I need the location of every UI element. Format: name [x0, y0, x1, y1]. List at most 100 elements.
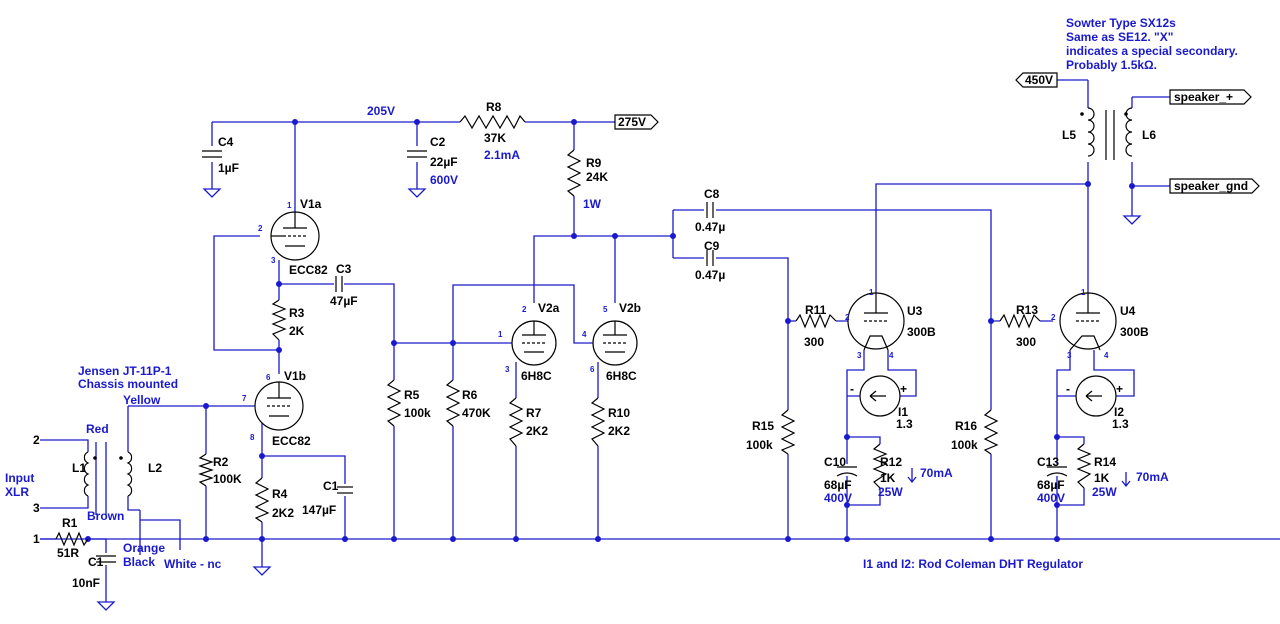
v2a-pin-grid: 1	[498, 330, 503, 339]
c1-value: 10nF	[72, 576, 100, 590]
v1b-pin-plate: 6	[266, 373, 271, 382]
r1-ref: R1	[62, 516, 78, 530]
xlr-pin-2: 2	[33, 433, 40, 447]
capacitor-c2: C2 22µF 600V	[407, 135, 458, 187]
c4-ref: C4	[218, 135, 234, 149]
v2b-pin-plate: 5	[603, 305, 608, 314]
r7-value: 2K2	[526, 424, 548, 438]
v1b-pin-grid: 7	[242, 394, 247, 403]
r12-ref: R12	[880, 455, 902, 469]
r8-value: 37K	[484, 131, 506, 145]
resistor-r10: R10 2K2	[590, 397, 630, 447]
c10-voltage: 400V	[824, 491, 852, 505]
u3-ref: U3	[907, 304, 923, 318]
l5-ref: L5	[1062, 128, 1076, 142]
r13-value: 300	[1016, 335, 1036, 349]
c1b-ref: C1	[323, 479, 339, 493]
i2-minus: -	[1066, 382, 1070, 396]
l1-ref: L1	[72, 461, 86, 475]
v2a-pin-plate: 2	[522, 305, 527, 314]
c8-value: 0.47µ	[695, 220, 725, 234]
tube-v1b: 6 7 8 V1b ECC82	[242, 369, 311, 448]
c4-value: 1µF	[218, 161, 239, 175]
v1a-pin-plate: 1	[287, 201, 292, 210]
r6-ref: R6	[462, 388, 478, 402]
v1b-ref: V1b	[284, 369, 306, 383]
resistor-r5: R5 100k	[386, 379, 431, 427]
v2a-type: 6H8C	[521, 369, 552, 383]
resistor-r14: R14 1K 25W	[1076, 443, 1117, 499]
wires	[40, 79, 1280, 596]
i2-value: 1.3	[1112, 417, 1129, 431]
tube-u4: 1 2 3 4 U4 300B	[1051, 288, 1149, 360]
r1-value: 51R	[57, 546, 79, 560]
tube-u3: 1 2 3 4 U3 300B	[845, 288, 936, 360]
c2-voltage: 600V	[430, 173, 458, 187]
footer-note: I1 and I2: Rod Coleman DHT Regulator	[863, 557, 1083, 571]
resistor-r13: R13 300	[999, 303, 1041, 349]
r10-ref: R10	[608, 406, 630, 420]
u3-pin-f1: 3	[857, 351, 862, 360]
resistor-r6: R6 470K	[445, 379, 491, 427]
net-450v: 450V	[1025, 73, 1053, 87]
u4-pin-f1: 3	[1067, 351, 1072, 360]
sowter-note-4: Probably 1.5kΩ.	[1066, 58, 1157, 72]
r15-value: 100k	[746, 438, 773, 452]
i2-current: 70mA	[1136, 470, 1169, 484]
c13-voltage: 400V	[1037, 491, 1065, 505]
wire-orange: Orange	[123, 541, 165, 555]
tube-v2b: 5 4 6 V2b 6H8C	[582, 301, 641, 383]
c13-value: 68µF	[1037, 478, 1065, 492]
r12-value: 1K	[880, 471, 896, 485]
i1-value: 1.3	[896, 417, 913, 431]
sowter-note-2: Same as SE12. "X"	[1066, 30, 1173, 44]
u4-type: 300B	[1120, 325, 1149, 339]
jensen-title-2: Chassis mounted	[78, 377, 178, 391]
resistor-r11: R11 300	[795, 303, 837, 349]
capacitor-c8: C8 0.47µ	[695, 187, 725, 234]
u3-pin-plate: 1	[869, 288, 874, 297]
tube-v2a: 2 1 3 V2a 6H8C	[498, 301, 560, 383]
i2-plus: +	[1116, 382, 1123, 396]
tube-v1a: 1 2 3 V1a ECC82	[258, 197, 328, 277]
r11-value: 300	[804, 335, 824, 349]
r5-ref: R5	[404, 388, 420, 402]
wire-yellow: Yellow	[123, 393, 161, 407]
c3-ref: C3	[336, 262, 352, 276]
r7-ref: R7	[526, 406, 542, 420]
u4-ref: U4	[1120, 304, 1136, 318]
jensen-title-1: Jensen JT-11P-1	[78, 364, 172, 378]
annotations: Sowter Type SX12s Same as SE12. "X" indi…	[5, 16, 1238, 571]
resistor-r8: R8 37K 2.1mA	[459, 100, 526, 162]
r14-value: 1K	[1094, 471, 1110, 485]
v2b-ref: V2b	[619, 301, 641, 315]
c10-value: 68µF	[824, 478, 852, 492]
c2-ref: C2	[430, 135, 446, 149]
capacitor-c3: C3 47µF	[330, 262, 358, 308]
capacitor-c1-input: C1 10nF	[72, 555, 116, 590]
v2b-type: 6H8C	[606, 369, 637, 383]
sowter-note-1: Sowter Type SX12s	[1066, 16, 1176, 30]
r11-ref: R11	[805, 303, 827, 317]
resistor-r16: R16 100k	[951, 409, 999, 455]
r12-power: 25W	[878, 485, 903, 499]
r14-power: 25W	[1092, 485, 1117, 499]
r4-value: 2K2	[272, 506, 294, 520]
v1a-pin-grid: 2	[258, 224, 263, 233]
v1b-pin-cathode: 8	[250, 433, 255, 442]
c1b-value: 147µF	[302, 503, 336, 517]
c2-value: 22µF	[430, 155, 458, 169]
resistor-r2: R2 100K	[198, 453, 242, 487]
r15-ref: R15	[752, 419, 774, 433]
r5-value: 100k	[404, 406, 431, 420]
xlr-pin-1: 1	[33, 532, 40, 546]
r2-ref: R2	[213, 455, 229, 469]
u3-type: 300B	[907, 325, 936, 339]
c8-ref: C8	[704, 187, 720, 201]
c3-value: 47µF	[330, 294, 358, 308]
wire-brown: Brown	[87, 509, 124, 523]
i1-ref: I1	[898, 405, 908, 419]
resistor-r1: R1 51R	[55, 516, 89, 560]
capacitor-c10: C10 68µF 400V	[824, 455, 858, 505]
